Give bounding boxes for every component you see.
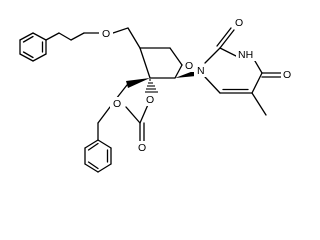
atom-o-c4: O — [283, 69, 291, 81]
atom-labels: O O O O O N NH O O — [99, 16, 295, 154]
carbonate-chain — [97, 84, 151, 144]
benzene-ring-bottom — [84, 139, 112, 173]
benzene-ring-top — [19, 32, 47, 62]
atom-o-ring: O — [185, 60, 193, 72]
atom-o-benzyloxy-top: O — [102, 28, 110, 40]
thymine-ring — [204, 27, 282, 116]
atom-o-benzyloxy-left: O — [113, 98, 121, 110]
molecule-diagram: O O O O O N NH O O — [19, 16, 295, 173]
c4-ch2-wedge — [126, 78, 150, 88]
benzyloxymethyl-top-chain — [45, 27, 141, 49]
furanose-ring — [139, 47, 183, 79]
atom-o-carbonyl: O — [138, 142, 146, 154]
c3-o-hashed-bond — [145, 79, 158, 93]
atom-o-ester-ring: O — [146, 94, 154, 106]
atom-o-c2: O — [235, 17, 243, 29]
atom-n1: N — [197, 65, 205, 77]
atom-n3h: NH — [238, 49, 253, 61]
